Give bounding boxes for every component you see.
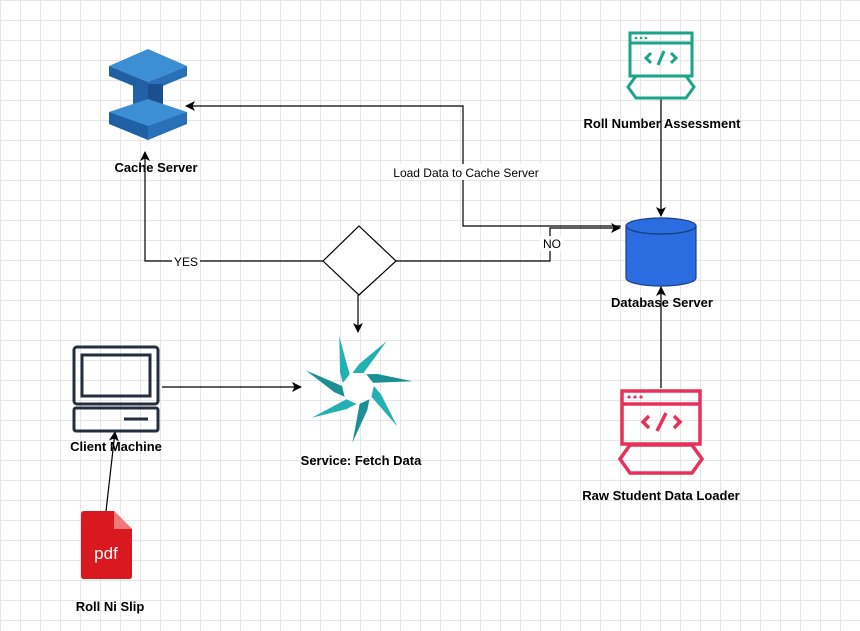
edge-label-yes: YES [172, 254, 200, 269]
edge-decision-no[interactable] [396, 223, 621, 262]
service-icon-blade [371, 386, 398, 427]
decision-diamond[interactable] [322, 225, 397, 296]
client-machine-node[interactable]: Client Machine [70, 345, 162, 454]
database-icon [625, 217, 697, 287]
svg-text:Load Data to Cache Server: Load Data to Cache Server [393, 166, 538, 180]
edge-label-no: NO [540, 236, 564, 251]
roll-number-assessment-node[interactable]: Roll Number Assessment [583, 31, 741, 131]
edge-slip-to-client[interactable] [104, 431, 119, 521]
svg-text:YES: YES [174, 255, 198, 269]
svg-text:NO: NO [543, 237, 561, 251]
roll-slip-label: Roll Ni Slip [76, 599, 145, 614]
raw-loader-label: Raw Student Data Loader [582, 488, 739, 503]
service-icon-blade [339, 336, 350, 383]
service-icon [305, 336, 413, 443]
cache-server-icon [109, 49, 187, 140]
fetch-service-node[interactable]: Service: Fetch Data [301, 336, 422, 468]
computer-icon [72, 345, 160, 433]
roll-number-assessment-label: Roll Number Assessment [583, 116, 741, 131]
database-server-node[interactable]: Database Server [611, 217, 713, 310]
service-icon-blade [352, 399, 370, 443]
edge-label-load-data: Load Data to Cache Server [384, 164, 548, 180]
service-icon-blade [366, 374, 413, 383]
code-window-icon [626, 31, 696, 100]
roll-slip-node[interactable]: pdf Roll Ni Slip [76, 511, 145, 614]
cache-server-node[interactable]: Cache Server [109, 49, 198, 175]
pdf-badge: pdf [94, 544, 118, 563]
service-icon-blade [311, 399, 357, 418]
client-machine-label: Client Machine [70, 439, 162, 454]
service-icon-hub [345, 375, 371, 401]
service-icon-blade [352, 341, 387, 373]
code-window-icon [617, 389, 705, 475]
pdf-icon: pdf [81, 511, 132, 579]
service-icon-blade [305, 370, 345, 397]
raw-loader-node[interactable]: Raw Student Data Loader [582, 389, 740, 503]
database-server-label: Database Server [611, 295, 713, 310]
fetch-service-label: Service: Fetch Data [301, 453, 422, 468]
edge-decision-yes[interactable] [140, 151, 323, 262]
cache-server-label: Cache Server [114, 160, 197, 175]
